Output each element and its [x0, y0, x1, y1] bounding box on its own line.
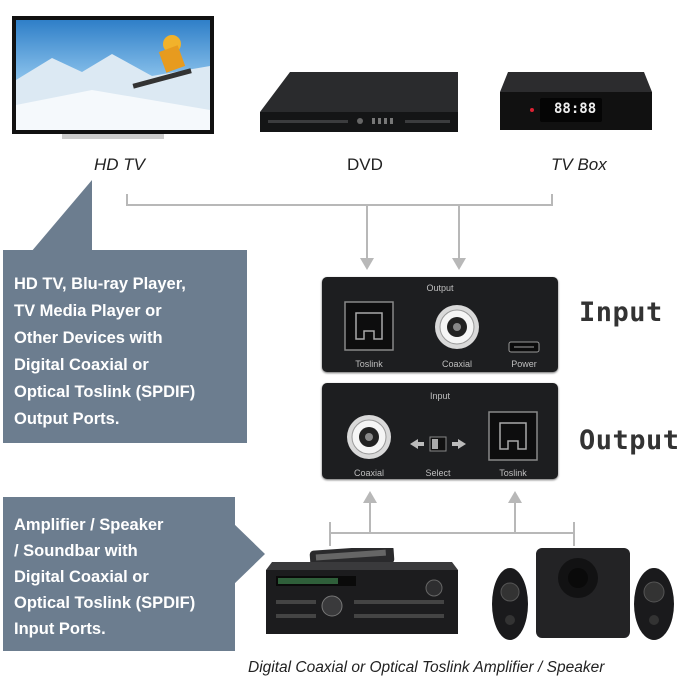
- footer-caption: Digital Coaxial or Optical Toslink Ampli…: [248, 659, 605, 676]
- panel-input-label: Input: [429, 391, 451, 401]
- port-select-label: Select: [425, 468, 451, 478]
- callout-sink-devices: Amplifier / Speaker / Soundbar with Digi…: [3, 497, 235, 651]
- callout-sink-line: Digital Coaxial or: [14, 568, 149, 586]
- tv-box-label: TV Box: [551, 155, 607, 174]
- hd-tv-image: [12, 10, 214, 143]
- dvd-player-image: [260, 70, 458, 140]
- port-toslink-label: Toslink: [499, 468, 527, 478]
- input-title: Input: [579, 297, 663, 328]
- callout-sink-line: / Soundbar with: [14, 542, 138, 560]
- port-power-label: Power: [511, 359, 537, 369]
- callout-source-line: Output Ports.: [14, 410, 120, 428]
- callout-source-devices: HD TV, Blu-ray Player, TV Media Player o…: [3, 250, 247, 443]
- amplifier-image: [262, 545, 458, 640]
- callout-source-line: Digital Coaxial or: [14, 356, 149, 374]
- coaxial-port-icon: [346, 414, 392, 460]
- power-port-icon: [508, 340, 540, 353]
- converter-input-panel: Output Toslink Coaxial Power: [322, 277, 558, 372]
- dvd-label: DVD: [347, 155, 383, 174]
- tv-box-image: 88:88: [500, 70, 652, 136]
- output-title: Output: [579, 425, 679, 456]
- toslink-port-icon: [488, 411, 538, 461]
- callout-sink-line: Input Ports.: [14, 620, 106, 638]
- speaker-system-image: [490, 544, 676, 640]
- callout-sink-line: Optical Toslink (SPDIF): [14, 594, 196, 612]
- tv-box-display: 88:88: [554, 101, 597, 117]
- port-toslink-label: Toslink: [355, 359, 383, 369]
- port-coaxial-label: Coaxial: [441, 359, 472, 369]
- callout-source-line: Optical Toslink (SPDIF): [14, 383, 196, 401]
- coaxial-port-icon: [434, 304, 480, 350]
- hd-tv-label: HD TV: [94, 155, 145, 174]
- callout-source-line: TV Media Player or: [14, 302, 162, 320]
- callout-sink-line: Amplifier / Speaker: [14, 516, 164, 534]
- converter-output-panel: Input Coaxial Select Toslink: [322, 383, 558, 479]
- toslink-port-icon: [344, 301, 394, 351]
- select-switch-icon: [408, 435, 468, 453]
- panel-output-label: Output: [426, 283, 454, 293]
- port-coaxial-label: Coaxial: [353, 468, 384, 478]
- callout-source-line: Other Devices with: [14, 329, 163, 347]
- callout-source-line: HD TV, Blu-ray Player,: [14, 275, 186, 293]
